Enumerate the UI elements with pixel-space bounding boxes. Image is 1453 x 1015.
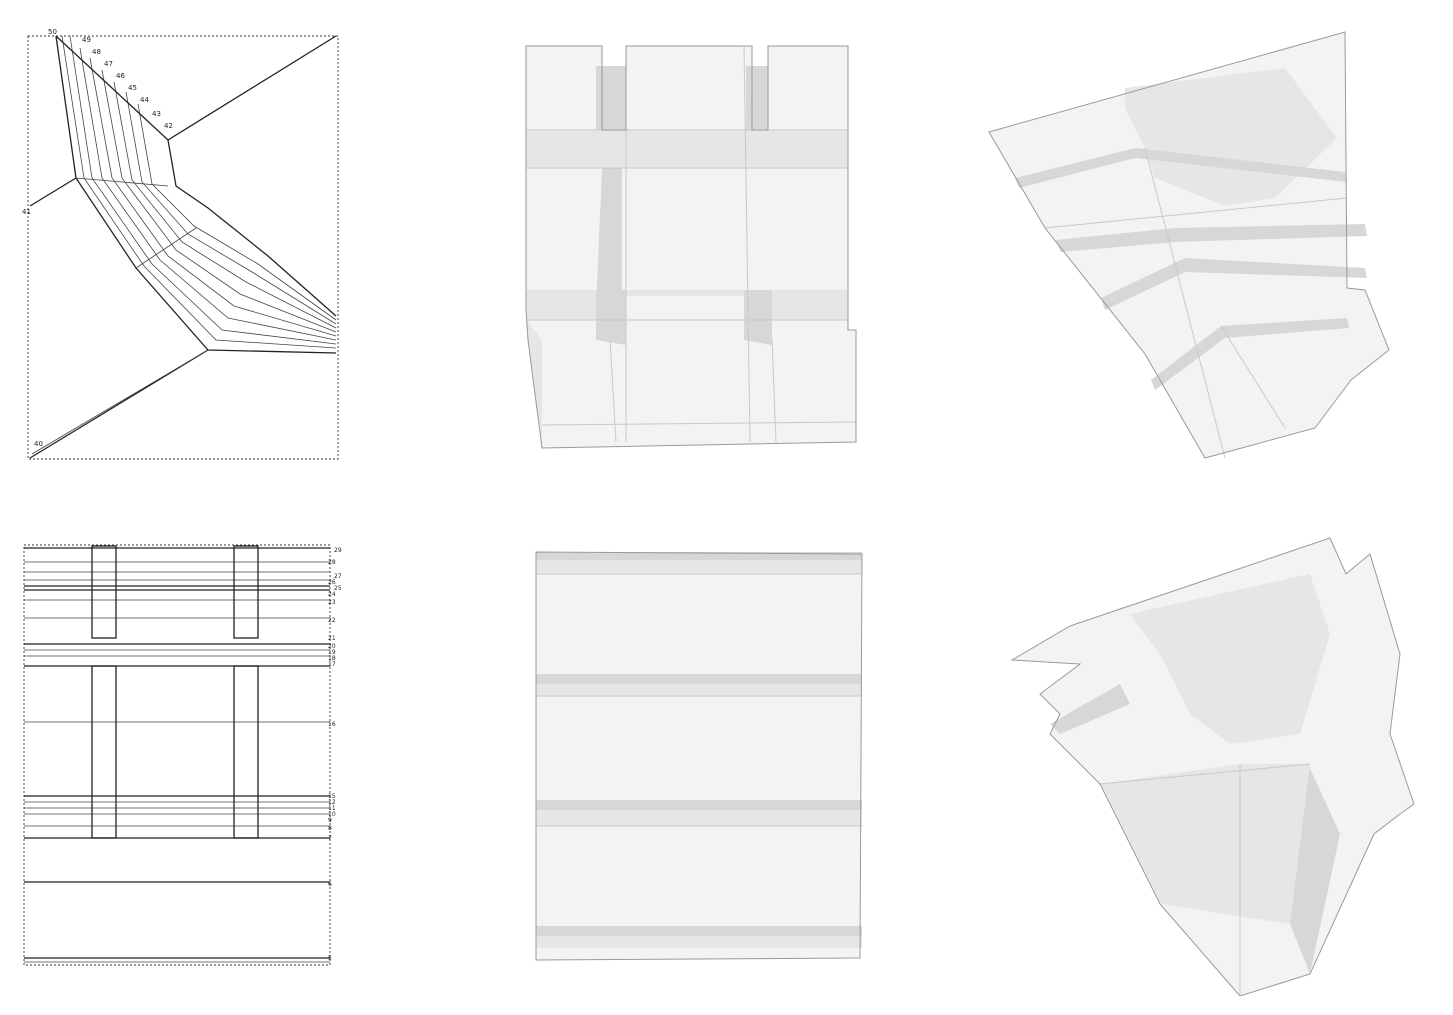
- svg-text:12: 12: [328, 799, 336, 806]
- svg-text:42: 42: [164, 122, 173, 130]
- svg-text:15: 15: [328, 793, 336, 800]
- svg-text:41: 41: [22, 208, 31, 216]
- svg-text:28: 28: [328, 559, 336, 566]
- outer-line-bottom: [29, 349, 209, 459]
- svg-text:8: 8: [328, 825, 332, 832]
- outer-line-left: [29, 177, 77, 207]
- svg-text:6: 6: [328, 881, 332, 888]
- svg-text:10: 10: [328, 811, 336, 818]
- svg-text:7: 7: [328, 835, 332, 842]
- svg-text:48: 48: [92, 48, 101, 56]
- svg-text:50: 50: [48, 28, 57, 36]
- parallel-labels: 29 28 27 26 25 24 23 22 21 20 19 18 17 1…: [328, 547, 342, 962]
- svg-text:17: 17: [328, 661, 336, 668]
- svg-text:43: 43: [152, 110, 161, 118]
- svg-text:16: 16: [328, 721, 336, 728]
- svg-text:44: 44: [140, 96, 149, 104]
- figure-crease-pattern-parallel: 29 28 27 26 25 24 23 22 21 20 19 18 17 1…: [23, 544, 342, 966]
- svg-text:25: 25: [334, 585, 342, 592]
- figure-crease-pattern-fan: 50 49 48 47 46 45 44 43 42 41 40: [22, 28, 339, 460]
- figure-pleated-model-front: [535, 551, 863, 961]
- svg-text:26: 26: [328, 579, 336, 586]
- svg-text:5: 5: [328, 955, 332, 962]
- svg-text:46: 46: [116, 72, 125, 80]
- fan-pleats: [55, 35, 337, 354]
- svg-text:49: 49: [82, 36, 91, 44]
- svg-text:9: 9: [328, 817, 332, 824]
- svg-text:29: 29: [334, 547, 342, 554]
- svg-text:21: 21: [328, 635, 336, 642]
- outer-line-top: [167, 35, 337, 141]
- figure-folded-model-front: [525, 45, 857, 449]
- svg-text:22: 22: [328, 617, 336, 624]
- outer-line-bottom-2: [31, 349, 209, 455]
- svg-text:23: 23: [328, 599, 336, 606]
- svg-text:19: 19: [328, 649, 336, 656]
- fan-labels: 50 49 48 47 46 45 44 43 42 41 40: [22, 28, 173, 448]
- svg-text:24: 24: [328, 591, 336, 598]
- svg-text:11: 11: [328, 805, 336, 812]
- svg-text:27: 27: [334, 573, 342, 580]
- vertical-strips: [91, 545, 259, 839]
- svg-text:18: 18: [328, 655, 336, 662]
- figure-folded-model-angled-2: [1010, 537, 1415, 996]
- svg-text:45: 45: [128, 84, 137, 92]
- svg-text:40: 40: [34, 440, 43, 448]
- svg-text:20: 20: [328, 643, 336, 650]
- svg-text:47: 47: [104, 60, 113, 68]
- drawing-border: [27, 35, 339, 460]
- drawing-border-2: [23, 544, 331, 966]
- figure-folded-model-angled: [988, 31, 1390, 459]
- parallel-lines: [24, 547, 330, 963]
